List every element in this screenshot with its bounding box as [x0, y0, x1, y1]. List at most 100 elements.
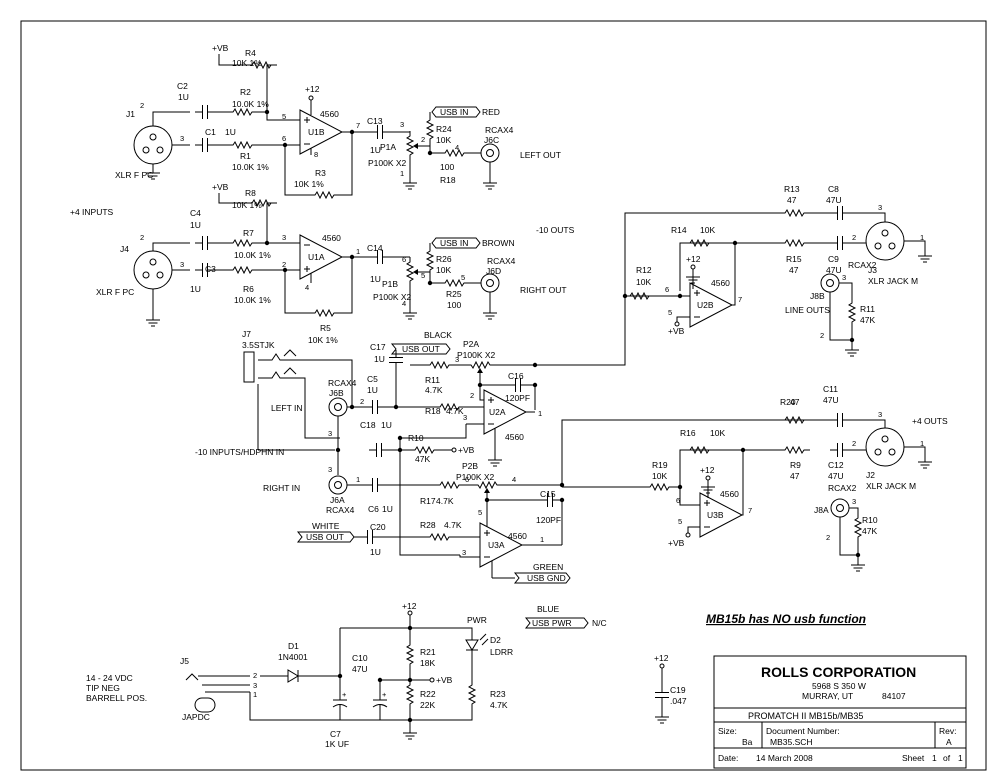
p2a-label: P2A — [463, 339, 479, 349]
c8-value: 47U — [826, 195, 842, 205]
minus10-outs-label: -10 OUTS — [536, 225, 575, 235]
ground-icon — [482, 177, 498, 190]
j5-label: J5 — [180, 656, 189, 666]
ground-icon — [145, 314, 161, 327]
sheet-number: 1 — [932, 753, 937, 763]
svg-text:4: 4 — [512, 475, 516, 484]
u3a-type: 4560 — [508, 531, 527, 541]
svg-text:5: 5 — [282, 112, 286, 121]
r14-value: 10K — [700, 225, 715, 235]
j4-type: XLR F PC — [96, 287, 134, 297]
svg-text:2: 2 — [826, 533, 830, 542]
r11-mid-value: 4.7K — [425, 385, 443, 395]
r10-right-resistor — [854, 512, 862, 544]
j7-type: 3.5STJK — [242, 340, 275, 350]
j4-label: J4 — [120, 244, 129, 254]
j6a-label: J6A — [330, 495, 345, 505]
r10-right-label: R10 — [862, 515, 878, 525]
svg-text:1: 1 — [920, 233, 924, 242]
j6d-label: J6D — [486, 266, 501, 276]
r2-resistor — [227, 108, 259, 116]
svg-text:1: 1 — [920, 439, 924, 448]
svg-text:2: 2 — [852, 439, 856, 448]
vb-reg-label: +VB — [436, 675, 453, 685]
pwr-label: PWR — [467, 615, 487, 625]
power-spec-3: BARRELL POS. — [86, 693, 147, 703]
ground-icon — [844, 344, 860, 357]
sheet-of: of — [943, 753, 951, 763]
svg-text:1: 1 — [538, 409, 542, 418]
left-in-label: LEFT IN — [271, 403, 303, 413]
c20-label: C20 — [370, 522, 386, 532]
svg-text:4: 4 — [402, 299, 406, 308]
r17-resistor — [434, 481, 466, 489]
input-stage-1: J1 XLR F PC 23 C2 1U R2 10.0K 1% C1 1U R… — [115, 43, 561, 199]
r12-resistor — [624, 292, 656, 300]
svg-text:3: 3 — [180, 134, 184, 143]
rev-value: A — [946, 737, 952, 747]
blue-label: BLUE — [537, 604, 560, 614]
plus12-c19-label: +12 — [654, 653, 669, 663]
line-input-stage: J7 3.5STJK RCAX4 J6B LEFT IN 2 3 C5 1U B… — [195, 329, 830, 584]
r5-value: 10K 1% — [308, 335, 338, 345]
date-label: Date: — [718, 753, 738, 763]
rcax4-j6d-label: RCAX4 — [487, 256, 516, 266]
d1-label: D1 — [288, 641, 299, 651]
u3a-label: U3A — [488, 540, 505, 550]
j6c-label: J6C — [484, 135, 499, 145]
r1-value: 10.0K 1% — [232, 162, 269, 172]
u1a-label: U1A — [308, 252, 325, 262]
j6b-rca-jack — [328, 397, 348, 417]
svg-text:2: 2 — [140, 101, 144, 110]
c11-value: 47U — [823, 395, 839, 405]
svg-text:3: 3 — [400, 120, 404, 129]
c12-label: C12 — [828, 460, 844, 470]
ground-icon — [402, 307, 418, 320]
ground-icon — [917, 456, 933, 469]
r25-label: R25 — [446, 289, 462, 299]
vb-r4-label: +VB — [212, 43, 229, 53]
usb-in-red-tag — [431, 106, 481, 118]
j2-label: J2 — [866, 470, 875, 480]
j8b-label: J8B — [810, 291, 825, 301]
usb-out-black-label: USB OUT — [402, 344, 440, 354]
r28-resistor — [424, 533, 456, 541]
p2b-value: P100K X2 — [456, 472, 495, 482]
svg-text:2: 2 — [140, 233, 144, 242]
jack-type-label: JAPDC — [182, 712, 210, 722]
r10-label: R10 — [408, 433, 424, 443]
p1a-value: P100K X2 — [368, 158, 407, 168]
rcax4-j6b-label: RCAX4 — [328, 378, 357, 388]
ground-icon — [917, 250, 933, 263]
r16-label: R16 — [680, 428, 696, 438]
r18-mid-value: 4.7K — [446, 406, 464, 416]
r18-value: 100 — [440, 162, 454, 172]
p2b-potentiometer — [471, 481, 503, 496]
white-label: WHITE — [312, 521, 340, 531]
usb-gnd-label: USB GND — [527, 573, 566, 583]
u3b-type: 4560 — [720, 489, 739, 499]
svg-text:7: 7 — [748, 506, 752, 515]
r4-label: R4 — [245, 48, 256, 58]
r18-mid-label: R18 — [425, 406, 441, 416]
usb-note: MB15b has NO usb function — [706, 612, 866, 626]
p2a-potentiometer — [464, 361, 496, 376]
j3-label: J3 — [868, 265, 877, 275]
r3-resistor — [309, 191, 341, 199]
usb-out-white-tag — [296, 531, 355, 543]
j3-xlr-jack — [865, 221, 905, 261]
c13-label: C13 — [367, 116, 383, 126]
c6-capacitor — [364, 477, 386, 493]
j3-type: XLR JACK M — [868, 276, 918, 286]
r23-resistor — [468, 679, 476, 711]
power-supply: 14 - 24 VDC TIP NEG BARRELL POS. J5 JAPD… — [86, 601, 866, 749]
vb-r8-label: +VB — [212, 182, 229, 192]
c10-value: 47U — [352, 664, 368, 674]
svg-text:2: 2 — [852, 233, 856, 242]
c18-label: C18 — [360, 420, 376, 430]
r20-value: 47 — [790, 397, 800, 407]
sheet-label: Sheet — [902, 753, 925, 763]
svg-text:+: + — [342, 690, 347, 699]
svg-text:2: 2 — [470, 391, 474, 400]
r8-label: R8 — [245, 188, 256, 198]
